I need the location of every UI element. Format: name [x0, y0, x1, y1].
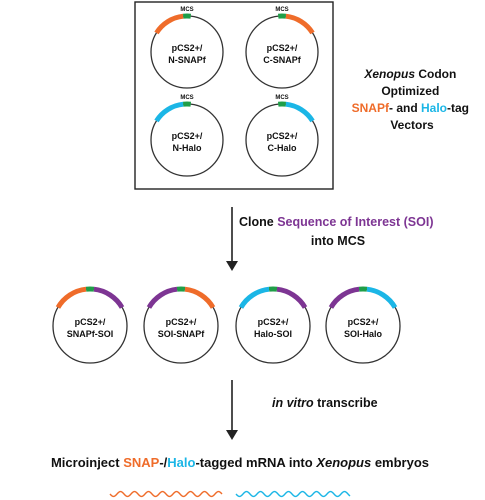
soi-segment	[93, 286, 125, 309]
vector-panel-border	[134, 1, 334, 190]
plasmid-name-line1: pCS2+/	[172, 131, 203, 141]
plasmid-name-line1: pCS2+/	[258, 317, 289, 327]
soi-constructs: pCS2+/ SNAPf-SOI pCS2+/ SOI-SNAPf pCS2+/ Halo…	[52, 286, 401, 364]
plasmid-name-line1: pCS2+/	[348, 317, 379, 327]
snap-segment	[55, 286, 87, 309]
vectors-caption: Xenopus Codon Optimized SNAPf- and Halo-…	[352, 67, 473, 132]
snap-mrna-wave	[109, 490, 223, 498]
mcs-label: MCS	[275, 95, 288, 101]
construct-snapf-soi: pCS2+/ SNAPf-SOI	[52, 286, 128, 364]
halo-mrna-wave	[235, 490, 351, 498]
snap-segment	[184, 286, 216, 309]
plasmid-name-line2: C-Halo	[268, 143, 298, 153]
construct-soi-snapf: pCS2+/ SOI-SNAPf	[143, 286, 219, 364]
plasmid-name-line2: SOI-SNAPf	[158, 329, 206, 339]
plasmid-name-line2: SOI-Halo	[344, 329, 383, 339]
vector-c-halo: MCS pCS2+/ C-Halo	[245, 95, 319, 177]
step2-label: in vitro transcribe	[272, 396, 378, 410]
construct-halo-soi: pCS2+/ Halo-SOI	[235, 286, 311, 364]
halo-segment	[238, 286, 270, 309]
base-vectors: MCSpCS2+/N-SNAPfMCSpCS2+/C-SNAPfMCSpCS2+…	[150, 7, 319, 177]
halo-segment	[366, 286, 398, 309]
construct-soi-halo: pCS2+/ SOI-Halo	[325, 286, 401, 364]
final-step-label: Microinject SNAP-/Halo-tagged mRNA into …	[51, 455, 429, 470]
step1-label: Clone Sequence of Interest (SOI) into MC…	[239, 215, 437, 248]
snap-tag-segment	[154, 13, 184, 35]
plasmid-name-line1: pCS2+/	[267, 131, 298, 141]
arrow-step-2	[226, 380, 238, 440]
plasmid-name-line2: SNAPf-SOI	[67, 329, 114, 339]
vector-n-halo: MCS pCS2+/ N-Halo	[150, 95, 224, 177]
plasmid-name-line1: pCS2+/	[166, 317, 197, 327]
plasmid-name-line1: pCS2+/	[75, 317, 106, 327]
snap-tag-segment	[285, 13, 315, 35]
arrow-step-1	[226, 207, 238, 271]
soi-segment	[146, 286, 178, 309]
soi-segment	[328, 286, 360, 309]
vector-c-snapf: MCS pCS2+/ C-SNAPf	[245, 7, 319, 89]
plasmid-name-line2: N-Halo	[173, 143, 203, 153]
halo-tag-segment	[154, 101, 184, 123]
mcs-label: MCS	[180, 7, 193, 13]
vector-n-snapf: MCS pCS2+/ N-SNAPf	[150, 7, 224, 89]
mcs-label: MCS	[180, 95, 193, 101]
plasmid-name-line2: Halo-SOI	[254, 329, 292, 339]
plasmid-name-line2: C-SNAPf	[263, 55, 302, 65]
plasmid-name-line2: N-SNAPf	[168, 55, 207, 65]
plasmid-name-line1: pCS2+/	[267, 43, 298, 53]
halo-tag-segment	[285, 101, 315, 123]
mcs-label: MCS	[275, 7, 288, 13]
soi-segment	[276, 286, 308, 309]
plasmid-name-line1: pCS2+/	[172, 43, 203, 53]
